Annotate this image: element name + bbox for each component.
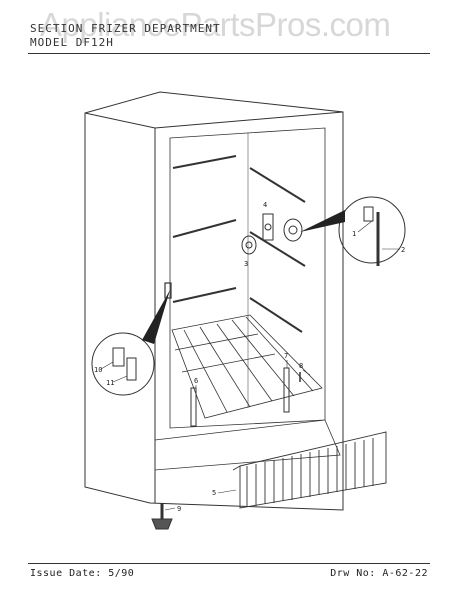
cabinet-body — [84, 91, 344, 511]
wire-basket — [171, 314, 323, 419]
watermark-logo: AppliancePartsPros.com — [40, 6, 391, 43]
callout-1: 1 — [352, 230, 356, 238]
shelf-support-part-4 — [262, 213, 274, 241]
issue-date: Issue Date: 5/90 — [30, 568, 135, 579]
drawing-number: Drw No: A-62-22 — [330, 568, 428, 579]
callout-11: 11 — [106, 379, 114, 387]
right-shelf-rails — [249, 167, 306, 333]
section-title: SECTION FRIZER DEPARTMENT — [30, 22, 221, 35]
left-shelf-rails — [172, 155, 237, 303]
thermostat-detail — [300, 196, 406, 266]
callout-labels: 1 2 3 4 5 6 7 8 9 10 11 — [94, 201, 405, 513]
callout-3: 3 — [244, 260, 248, 268]
callout-2: 2 — [401, 246, 405, 254]
top-rule — [28, 53, 430, 54]
kickplate-grille — [217, 431, 387, 509]
leveling-leg — [151, 503, 176, 530]
latch-detail — [91, 282, 172, 396]
callout-6: 6 — [194, 377, 198, 385]
bottom-rule — [28, 563, 430, 564]
callout-4: 4 — [263, 201, 267, 209]
model-label: MODEL DF12H — [30, 36, 114, 49]
callout-10: 10 — [94, 366, 102, 374]
callout-5: 5 — [212, 489, 216, 497]
callout-9: 9 — [177, 505, 181, 513]
rail-post-part-7 — [283, 360, 290, 413]
shelf-support-part-3 — [241, 235, 257, 255]
callout-8: 8 — [299, 362, 303, 370]
callout-7: 7 — [284, 352, 288, 360]
rail-post-part-6 — [190, 385, 197, 427]
thermostat-opening — [283, 218, 303, 242]
screw-part-8 — [299, 369, 311, 382]
